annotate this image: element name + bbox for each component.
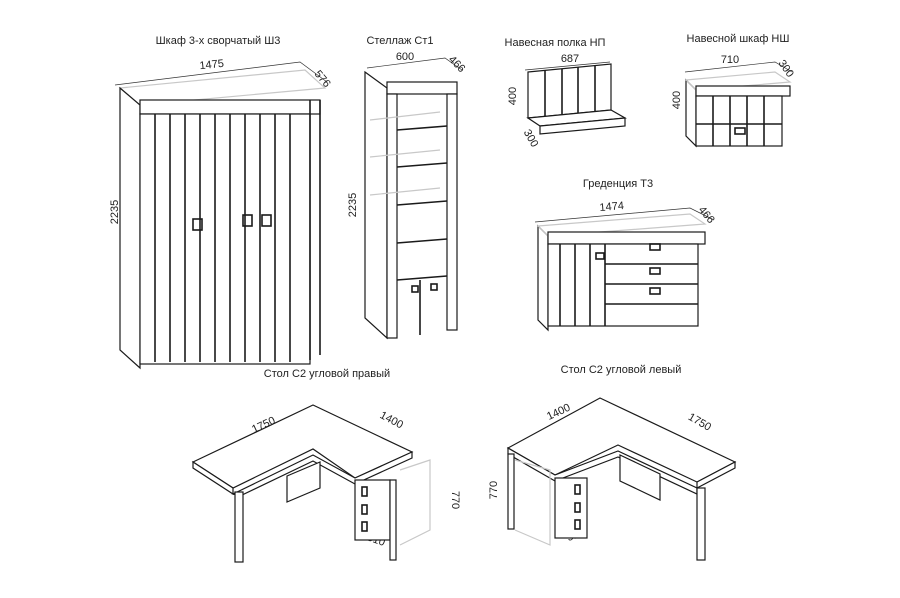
- handle-icon: [649, 243, 661, 251]
- handle-icon: [192, 218, 203, 231]
- rack-st1: Стеллаж Ст1 600 466 2235: [347, 35, 467, 340]
- wall-shelf-depth: 300: [521, 128, 541, 150]
- rack-depth: 466: [446, 54, 467, 75]
- wardrobe-height: 2235: [109, 200, 121, 224]
- handle-icon: [411, 285, 419, 293]
- desk-left-length-b: 1750: [686, 411, 713, 434]
- dim-line: [114, 61, 328, 86]
- rack-width: 600: [396, 51, 414, 63]
- dim-line: [366, 57, 463, 71]
- sideboard-t3: Греденция Т3 1474 466 845: [534, 178, 717, 332]
- rack-title: Стеллаж Ст1: [366, 35, 433, 47]
- corner-desk-right: Стол С2 угловой правый 1750 1400 598 510…: [191, 368, 461, 563]
- corner-desk-left: Стол С2 угловой левый 1400 1750 598 510 …: [488, 364, 738, 561]
- desk-right-length-b: 1400: [378, 409, 405, 431]
- handle-icon: [595, 252, 605, 260]
- wall-shelf-width: 687: [561, 53, 579, 65]
- wall-cabinet-depth: 300: [776, 58, 796, 80]
- wall-cabinet-height: 400: [671, 91, 683, 109]
- wall-cabinet-nsh: Навесной шкаф НШ 710 300 400: [671, 33, 796, 148]
- handle-icon: [430, 283, 438, 291]
- handle-icon: [734, 127, 746, 135]
- desk-left-title: Стол С2 угловой левый: [561, 364, 682, 376]
- wardrobe-width: 1475: [199, 58, 225, 72]
- dim-line: [684, 61, 793, 73]
- sideboard-title: Греденция Т3: [583, 178, 653, 190]
- wall-shelf-title: Навесная полка НП: [505, 37, 606, 49]
- desk-right-height: 770: [449, 491, 461, 509]
- wardrobe-sh3: Шкаф 3-х сворчатый Ш3 1475 576 2235: [109, 35, 333, 370]
- wall-shelf-height: 400: [507, 87, 519, 105]
- sideboard-depth: 466: [696, 204, 717, 226]
- dim-line: [524, 61, 611, 71]
- handle-icon: [649, 267, 661, 275]
- wall-cabinet-width: 710: [721, 54, 739, 66]
- handle-icon: [649, 287, 661, 295]
- handle-icon: [261, 214, 272, 227]
- handle-icon: [242, 214, 253, 227]
- desk-right-title: Стол С2 угловой правый: [264, 368, 390, 380]
- desk-left-height: 770: [488, 481, 500, 499]
- wall-shelf-np: Навесная полка НП 687 400 300: [505, 37, 627, 150]
- wall-cabinet-title: Навесной шкаф НШ: [687, 33, 790, 45]
- sideboard-width: 1474: [599, 200, 624, 214]
- dim-line: [534, 207, 715, 223]
- wardrobe-title: Шкаф 3-х сворчатый Ш3: [156, 35, 281, 47]
- rack-height: 2235: [347, 193, 359, 217]
